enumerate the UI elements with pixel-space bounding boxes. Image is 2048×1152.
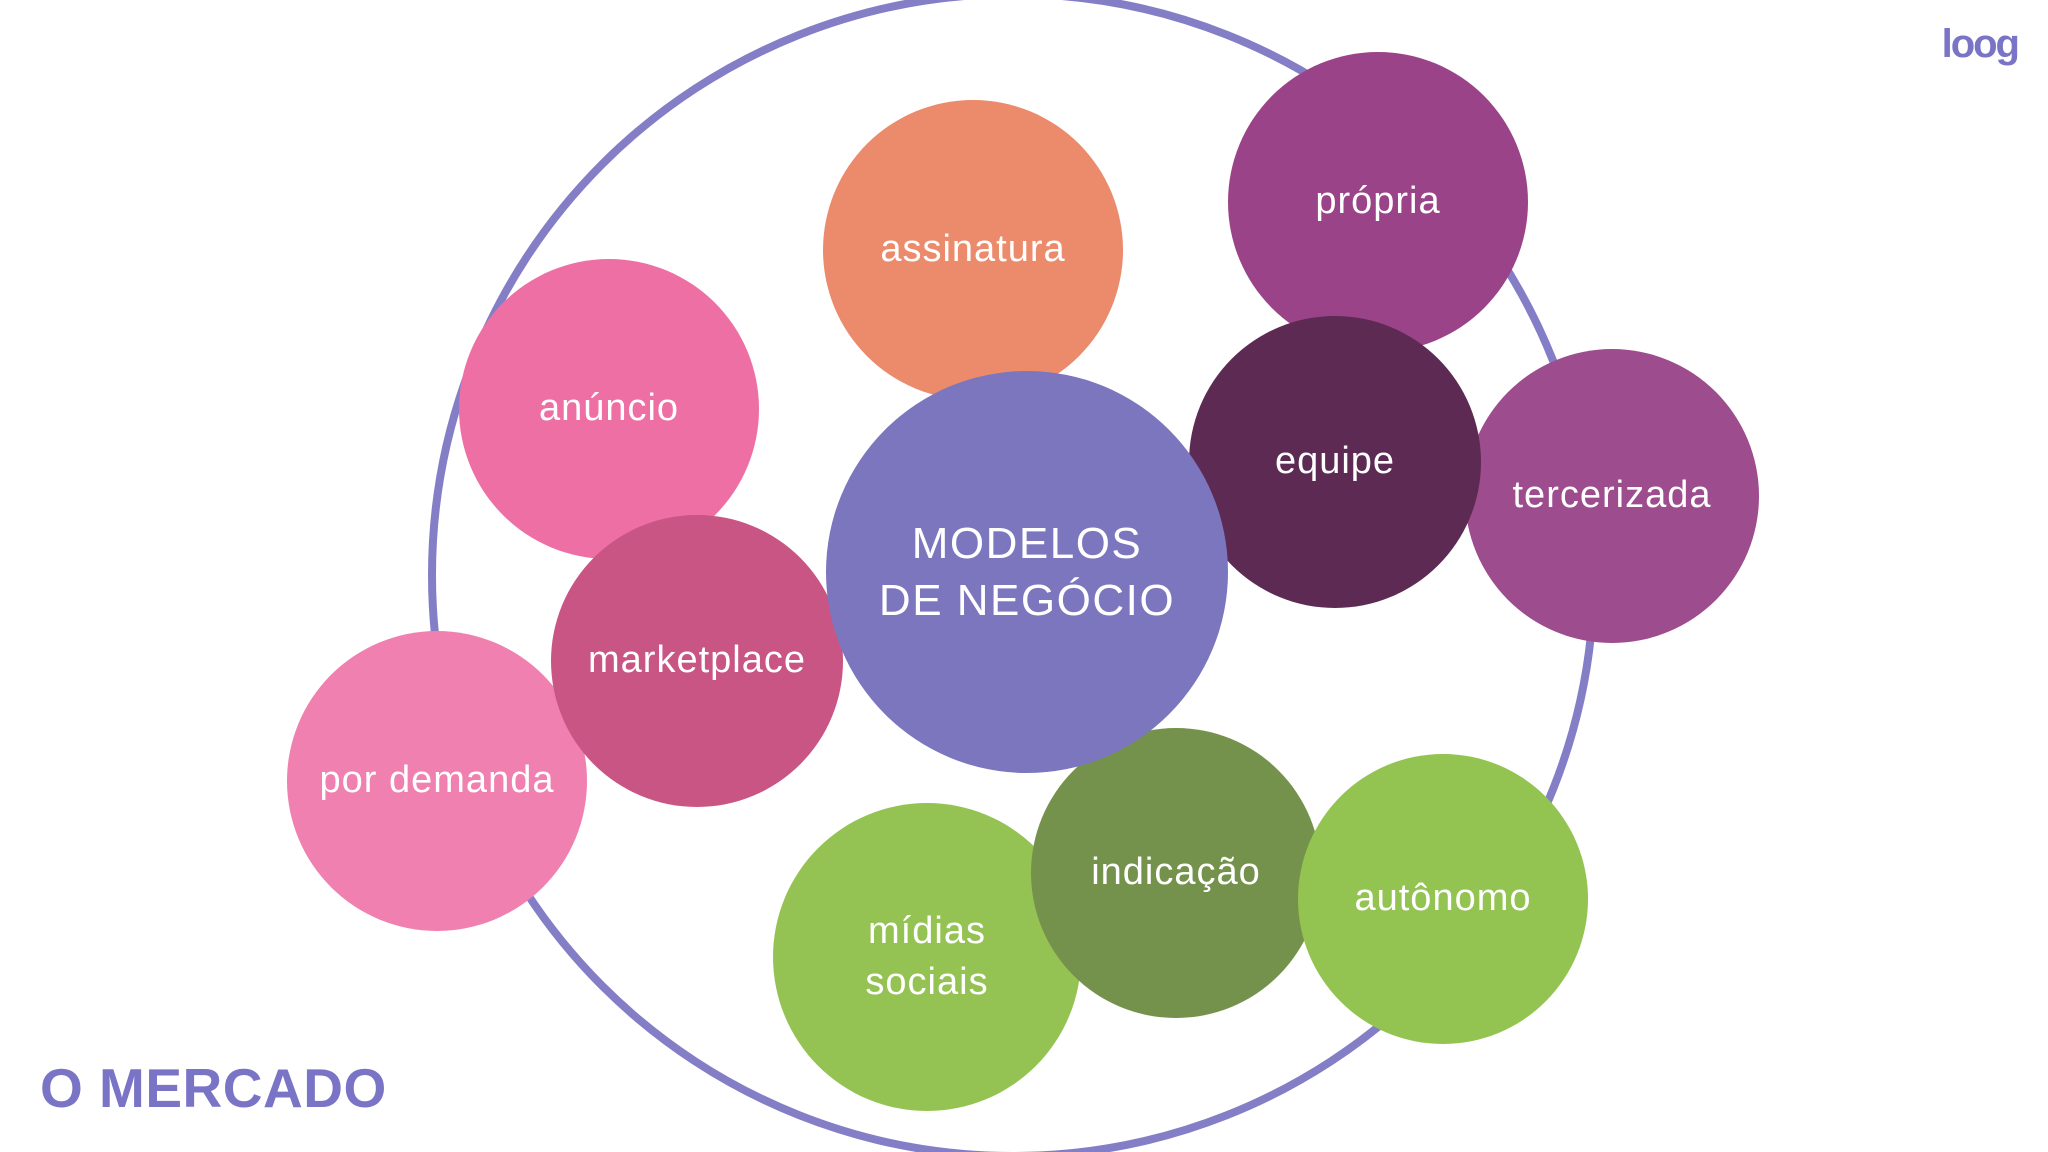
bubble-autonomo: autônomo	[1298, 754, 1588, 1044]
bubble-midias-sociais-label: mídias sociais	[865, 909, 989, 1003]
bubble-por-demanda-label: por demanda	[319, 759, 555, 802]
bubble-propria: própria	[1228, 52, 1528, 352]
bubble-modelos-de-negocio-label: MODELOS DE NEGÓCIO	[878, 518, 1176, 625]
bubble-por-demanda: por demanda	[287, 631, 587, 931]
bubble-marketplace-label: marketplace	[588, 639, 806, 682]
bubble-assinatura: assinatura	[823, 100, 1123, 400]
bubble-modelos-de-negocio: MODELOS DE NEGÓCIO	[826, 371, 1228, 773]
bubble-propria-label: própria	[1315, 180, 1441, 223]
bubble-midias-sociais: mídias sociais	[773, 803, 1081, 1111]
loog-logo: loog	[1941, 22, 2020, 66]
bubble-anuncio: anúncio	[459, 259, 759, 559]
bubble-equipe-label: equipe	[1274, 440, 1396, 483]
bubble-assinatura-label: assinatura	[880, 228, 1066, 271]
bubble-anuncio-label: anúncio	[538, 387, 680, 430]
page-title: O MERCADO	[40, 1057, 387, 1119]
bubble-autonomo-label: autônomo	[1354, 877, 1532, 920]
bubble-indicacao-label: indicação	[1091, 851, 1261, 894]
bubble-tercerizada: tercerizada	[1465, 349, 1759, 643]
bubble-tercerizada-label: tercerizada	[1512, 474, 1712, 517]
bubble-marketplace: marketplace	[551, 515, 843, 807]
bubble-equipe: equipe	[1189, 316, 1481, 608]
bubble-indicacao: indicação	[1031, 728, 1321, 1018]
